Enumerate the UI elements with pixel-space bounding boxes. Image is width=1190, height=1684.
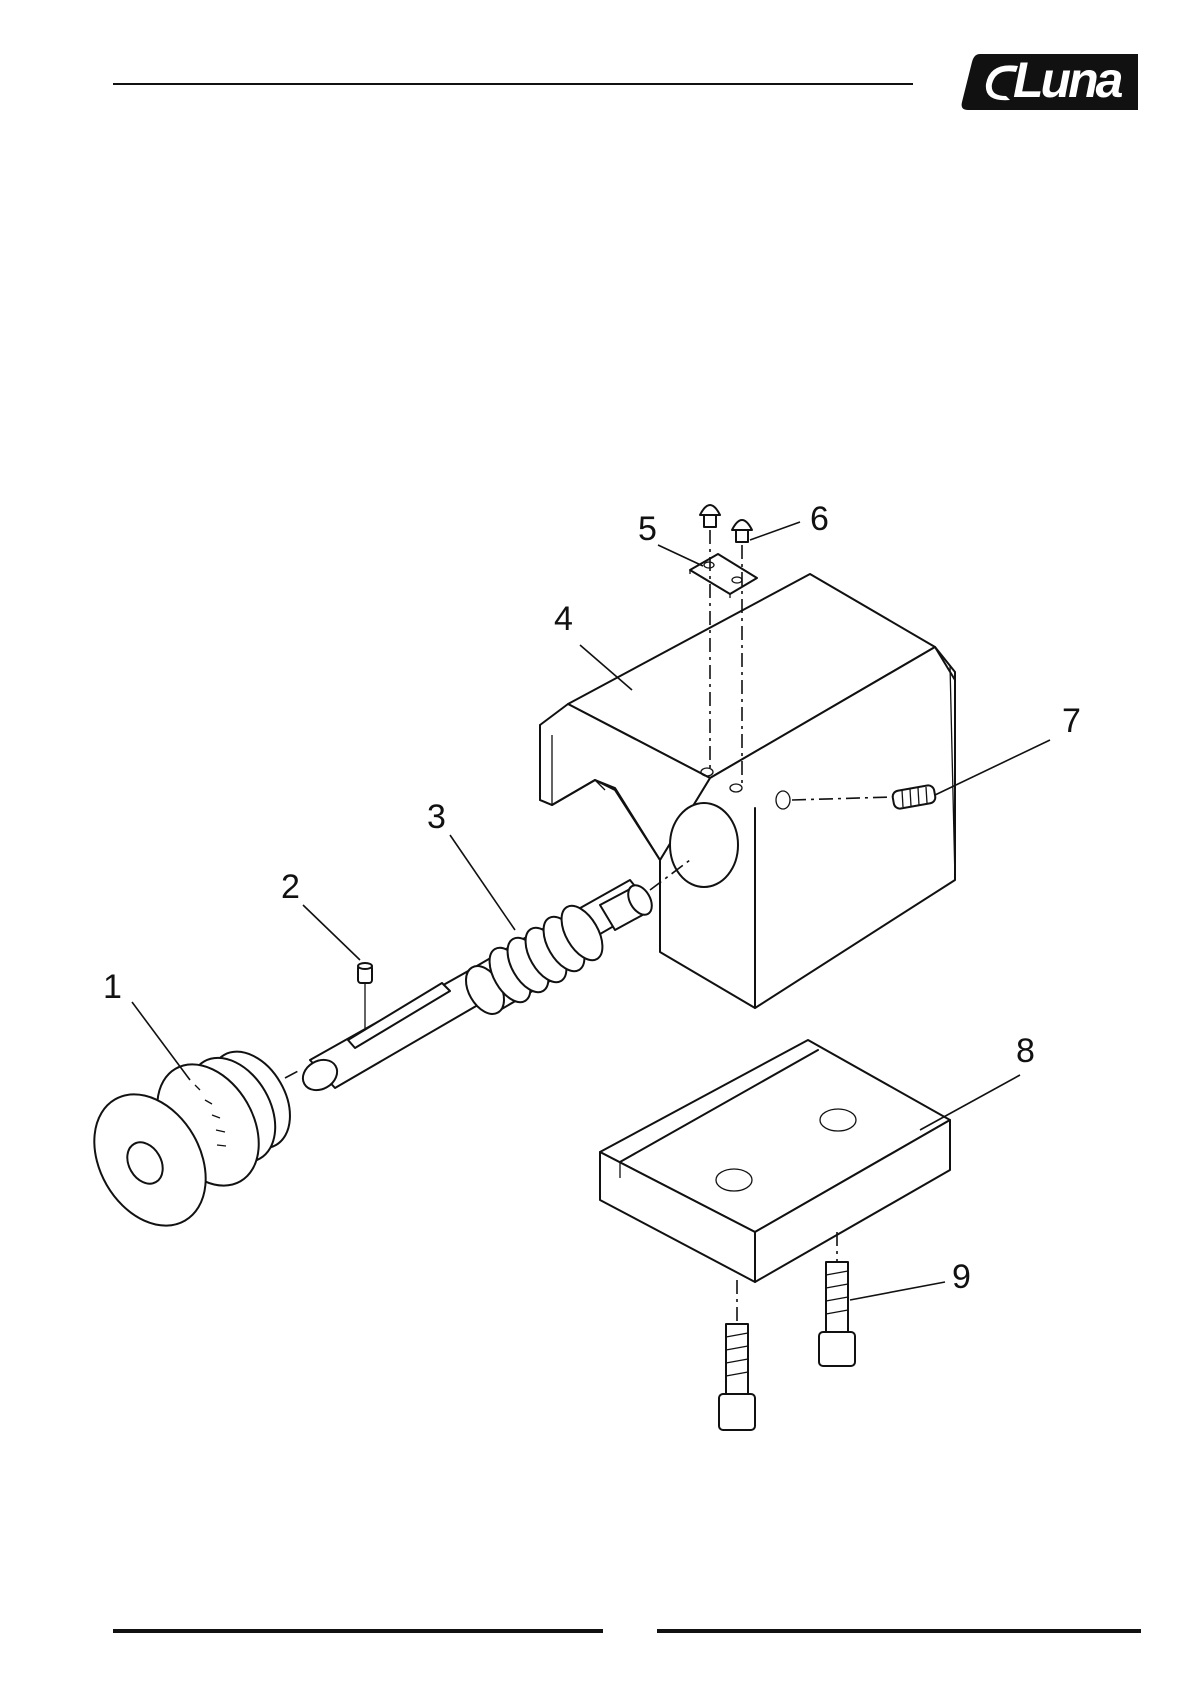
footer-rule-left [113,1629,603,1633]
part-label-6: 6 [810,500,829,538]
part-label-9: 9 [952,1258,971,1296]
part-label-4: 4 [554,600,573,638]
part-9-cap-screws [719,1262,855,1430]
part-3-lead-screw [297,880,656,1096]
part-1-handwheel [72,1037,307,1245]
part-2-key [358,963,372,983]
part-label-3: 3 [427,798,446,836]
part-8-base-plate [600,1040,950,1282]
part-label-7: 7 [1062,702,1081,740]
footer-rule-right [657,1629,1141,1633]
part-label-1: 1 [103,968,122,1006]
part-label-5: 5 [638,510,657,548]
part-label-8: 8 [1016,1032,1035,1070]
part-5-plate [690,554,757,598]
part-label-2: 2 [281,868,300,906]
part-6-rivets [700,505,752,542]
